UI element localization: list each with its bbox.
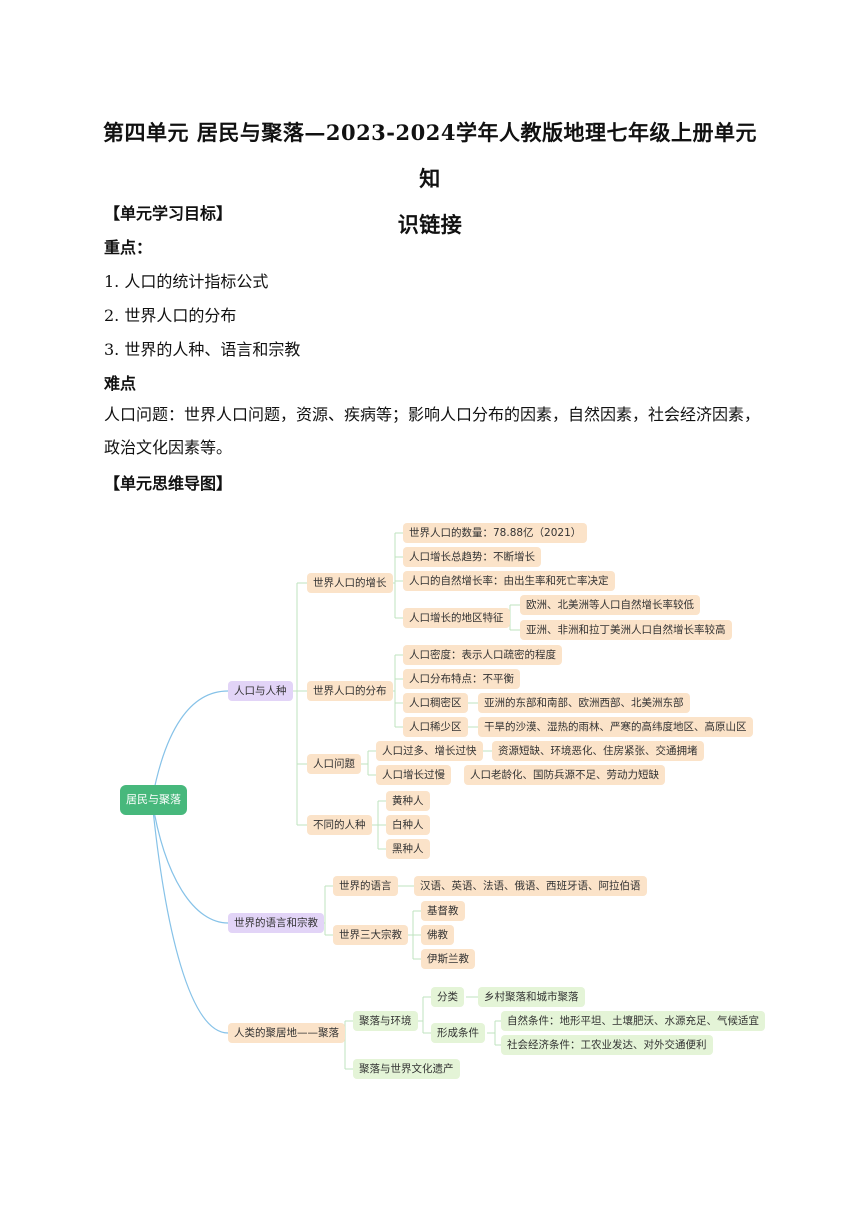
connector-root-branch3: [151, 799, 229, 1034]
node-settlement-environment: 聚落与环境: [353, 1011, 418, 1031]
node-natural-growth-rate: 人口的自然增长率：由出生率和死亡率决定: [403, 571, 615, 591]
node-dense-area: 人口稠密区: [403, 693, 468, 713]
mindmap-header: 【单元思维导图】: [104, 474, 233, 493]
title-line-1: 第四单元 居民与聚落—2023-2024学年人教版地理七年级上册单元知: [103, 120, 757, 191]
node-too-slow: 人口增长过慢: [376, 765, 451, 785]
node-languages: 世界的语言: [333, 876, 398, 896]
branch-settlement: 人类的聚居地——聚落: [228, 1023, 345, 1043]
node-population-density: 人口密度：表示人口疏密的程度: [403, 645, 562, 665]
node-population-growth: 世界人口的增长: [307, 573, 393, 593]
node-distribution-feature: 人口分布特点：不平衡: [403, 669, 520, 689]
node-regional-low: 欧洲、北美洲等人口自然增长率较低: [520, 595, 700, 615]
connector-root-branch2: [151, 799, 229, 924]
node-social-conditions: 社会经济条件：工农业发达、对外交通便利: [501, 1035, 713, 1055]
key-point-1: 1. 人口的统计指标公式: [104, 272, 269, 291]
node-too-fast-detail: 资源短缺、环境恶化、住房紧张、交通拥堵: [492, 741, 704, 761]
key-point-3: 3. 世界的人种、语言和宗教: [104, 340, 301, 359]
node-religions: 世界三大宗教: [333, 925, 408, 945]
document-title: 第四单元 居民与聚落—2023-2024学年人教版地理七年级上册单元知 识链接: [100, 110, 760, 248]
title-line-2: 识链接: [397, 212, 463, 237]
mindmap-root: 居民与聚落: [120, 785, 187, 815]
branch-language-religion: 世界的语言和宗教: [228, 913, 324, 933]
difficult-text: 人口问题：世界人口问题，资源、疾病等；影响人口分布的因素，自然因素，社会经济因素…: [104, 405, 761, 457]
node-sparse-area: 人口稀少区: [403, 717, 468, 737]
node-race-yellow: 黄种人: [386, 791, 430, 811]
connector-root-branch1: [151, 690, 229, 801]
node-population-distribution: 世界人口的分布: [307, 681, 393, 701]
node-religion-buddhism: 佛教: [421, 925, 454, 945]
difficult-label: 难点: [104, 374, 137, 393]
branch-population-race: 人口与人种: [228, 681, 293, 701]
node-religion-christianity: 基督教: [421, 901, 465, 921]
node-classification-detail: 乡村聚落和城市聚落: [478, 987, 585, 1007]
node-population-problems: 人口问题: [307, 754, 361, 774]
node-races: 不同的人种: [307, 815, 372, 835]
node-settlement-heritage: 聚落与世界文化遗产: [353, 1059, 460, 1079]
key-point-2: 2. 世界人口的分布: [104, 306, 237, 325]
node-classification: 分类: [431, 987, 464, 1007]
goals-header: 【单元学习目标】: [104, 204, 233, 223]
node-religion-islam: 伊斯兰教: [421, 949, 475, 969]
key-points-label: 重点：: [104, 238, 153, 257]
node-too-slow-detail: 人口老龄化、国防兵源不足、劳动力短缺: [464, 765, 665, 785]
node-population-count: 世界人口的数量：78.88亿（2021）: [403, 523, 588, 543]
node-regional-high: 亚洲、非洲和拉丁美洲人口自然增长率较高: [520, 620, 732, 640]
node-sparse-area-detail: 干旱的沙漠、湿热的雨林、严寒的高纬度地区、高原山区: [478, 717, 753, 737]
node-too-fast: 人口过多、增长过快: [376, 741, 483, 761]
node-formation-conditions: 形成条件: [431, 1023, 485, 1043]
node-growth-trend: 人口增长总趋势：不断增长: [403, 547, 541, 567]
node-race-black: 黑种人: [386, 839, 430, 859]
node-languages-detail: 汉语、英语、法语、俄语、西班牙语、阿拉伯语: [414, 876, 647, 896]
node-race-white: 白种人: [386, 815, 430, 835]
node-natural-conditions: 自然条件：地形平坦、土壤肥沃、水源充足、气候适宜: [501, 1011, 765, 1031]
node-regional-feature: 人口增长的地区特征: [403, 608, 510, 628]
node-dense-area-detail: 亚洲的东部和南部、欧洲西部、北美洲东部: [478, 693, 690, 713]
